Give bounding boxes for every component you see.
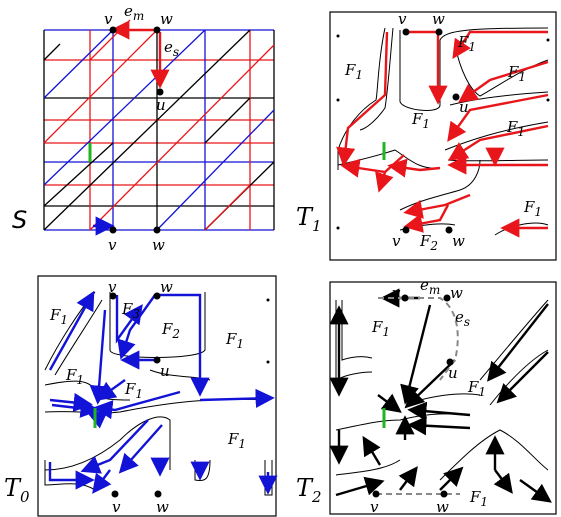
label-f1: F1 — [227, 430, 246, 451]
label-v: v — [370, 498, 379, 516]
label-u: u — [156, 96, 166, 114]
label-f1: F1 — [371, 318, 390, 339]
label-f2: F2 — [161, 320, 180, 341]
label-f3: F3 — [121, 300, 140, 321]
label-f1: F1 — [457, 33, 476, 54]
label-v: v — [392, 284, 401, 302]
label-f1: F1 — [225, 330, 244, 351]
label-v: v — [398, 10, 407, 28]
vertex-w-bottom — [153, 226, 161, 234]
vertex-v-bottom — [109, 226, 117, 234]
label-w: w — [452, 232, 465, 250]
label-v: v — [392, 232, 401, 250]
label-f1: F1 — [507, 63, 526, 84]
label-em: em — [124, 2, 144, 23]
label-em: em — [420, 276, 440, 297]
label-f1: F1 — [506, 118, 525, 139]
label-f1: F1 — [467, 378, 486, 399]
label-w: w — [432, 10, 445, 28]
panel-title-s: S — [12, 206, 27, 234]
vertex-w-top — [153, 26, 161, 34]
vertex-v-top — [109, 26, 117, 34]
label-v: v — [104, 10, 113, 28]
panel-title-t1: T1 — [296, 203, 322, 235]
label-w: w — [436, 498, 449, 516]
label-es: es — [164, 38, 179, 59]
vertex-u — [156, 88, 164, 96]
panel-title-t0: T0 — [4, 474, 30, 506]
label-w: w — [160, 278, 173, 296]
label-f1: F1 — [344, 61, 363, 82]
label-f1: F1 — [469, 488, 488, 509]
label-es: es — [455, 308, 470, 329]
label-u: u — [448, 364, 458, 382]
label-u: u — [160, 362, 170, 380]
label-w: w — [156, 498, 169, 516]
label-v: v — [108, 278, 117, 296]
panel-t1: v w u v w F1 F1 F1 F1 F1 F1 F2 T1 — [296, 10, 557, 261]
label-f1: F1 — [523, 198, 542, 219]
panel-t0: v w u v w F1 F3 F2 F1 F1 F1 F1 T0 — [4, 275, 278, 517]
label-f1: F1 — [411, 110, 430, 131]
label-f1: F1 — [124, 380, 143, 401]
label-v: v — [108, 236, 117, 254]
label-w: w — [160, 10, 173, 28]
panel-t2: v w em es u v w F1 F1 F1 T2 — [296, 276, 557, 516]
panel-s: v w em es u v w S — [12, 2, 275, 254]
label-w: w — [152, 236, 165, 254]
panel-title-t2: T2 — [296, 474, 322, 506]
grid-s — [43, 19, 275, 231]
label-v: v — [112, 498, 121, 516]
label-f2: F2 — [419, 232, 438, 253]
label-u: u — [459, 98, 469, 116]
label-w: w — [450, 284, 463, 302]
label-f1: F1 — [49, 306, 68, 327]
label-f1: F1 — [65, 366, 84, 387]
